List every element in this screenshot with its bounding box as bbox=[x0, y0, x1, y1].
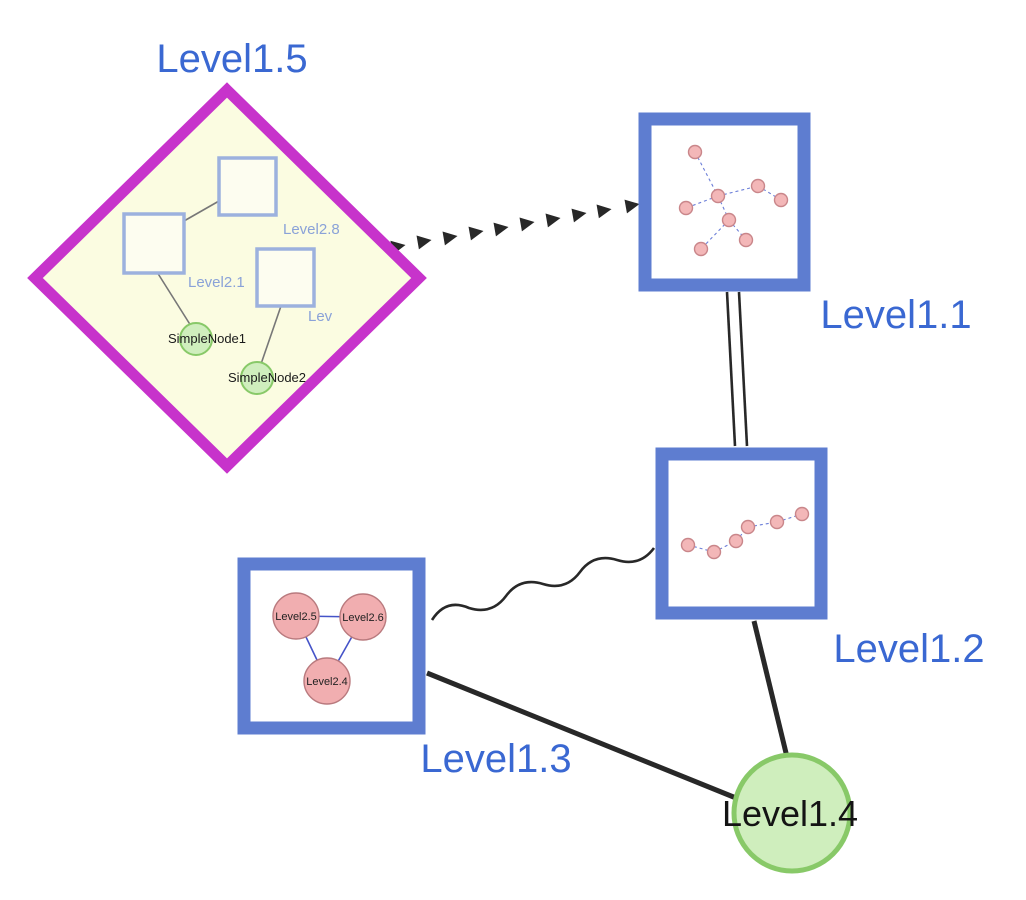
mini-node[interactable] bbox=[769, 514, 785, 530]
mini-node[interactable] bbox=[750, 178, 766, 194]
mini-node[interactable] bbox=[706, 544, 722, 560]
node-level2-8-label: Level2.8 bbox=[283, 221, 340, 238]
mini-node[interactable] bbox=[794, 506, 810, 522]
node-simplenode2[interactable] bbox=[240, 361, 274, 395]
mini-node[interactable] bbox=[740, 519, 756, 535]
mini-node[interactable] bbox=[680, 537, 696, 553]
node-level2-1[interactable] bbox=[122, 212, 186, 275]
mini-edge[interactable] bbox=[776, 513, 803, 523]
mini-node-label: Level2.5 bbox=[275, 611, 317, 623]
minigraph-level12 bbox=[680, 506, 810, 560]
mini-node[interactable] bbox=[738, 232, 754, 248]
edge-level21-simplenode1[interactable] bbox=[156, 271, 192, 327]
mini-edge[interactable] bbox=[728, 219, 747, 241]
mini-node-label: Level2.4 bbox=[306, 676, 348, 688]
edge-level15-level11[interactable] bbox=[390, 199, 640, 255]
mini-edge[interactable] bbox=[687, 544, 715, 553]
node-simplenode1-label: SimpleNode1 bbox=[168, 331, 246, 346]
mini-node[interactable] bbox=[710, 188, 726, 204]
edge-level13-level14[interactable] bbox=[426, 670, 737, 801]
node-simplenode2-label: SimpleNode2 bbox=[228, 370, 306, 385]
mini-edge[interactable] bbox=[757, 185, 782, 201]
mini-node[interactable] bbox=[773, 192, 789, 208]
mini-node[interactable] bbox=[687, 144, 703, 160]
mini-node[interactable] bbox=[678, 200, 694, 216]
mini-node[interactable] bbox=[693, 241, 709, 257]
node-level1-5: Level2.8 Level2.1 Lev SimpleNode1 Simple… bbox=[27, 82, 427, 474]
label-level1-1: Level1.1 bbox=[820, 293, 971, 337]
mini-node[interactable] bbox=[721, 212, 737, 228]
mini-node[interactable] bbox=[339, 593, 387, 641]
node-level2-8[interactable] bbox=[217, 156, 278, 217]
label-level1-3: Level1.3 bbox=[420, 737, 571, 781]
node-level1-2-shape[interactable] bbox=[655, 447, 828, 620]
node-level1-4: Level1.4 bbox=[722, 752, 858, 874]
mini-node[interactable] bbox=[303, 657, 351, 705]
edge-level11-level12[interactable] bbox=[725, 291, 749, 447]
edge-level13-level12[interactable] bbox=[430, 547, 656, 621]
node-level2-x-label: Lev bbox=[308, 308, 333, 325]
top-level-edges bbox=[390, 199, 790, 801]
node-simplenode1[interactable] bbox=[179, 322, 213, 356]
mini-node[interactable] bbox=[728, 533, 744, 549]
node-level1-2 bbox=[655, 447, 828, 620]
minigraph-level11 bbox=[678, 144, 789, 257]
label-level1-2: Level1.2 bbox=[833, 627, 984, 671]
mini-edge[interactable] bbox=[694, 151, 719, 197]
node-level2-x[interactable] bbox=[255, 247, 316, 308]
edge-lev-simplenode2[interactable] bbox=[260, 305, 282, 365]
mini-node[interactable] bbox=[272, 592, 320, 640]
node-level1-1 bbox=[638, 112, 811, 292]
label-level1-5: Level1.5 bbox=[156, 37, 307, 81]
mini-node-label: Level2.6 bbox=[342, 612, 384, 624]
node-level1-4-shape[interactable] bbox=[731, 752, 853, 874]
edge-level12-level14[interactable] bbox=[751, 620, 790, 758]
node-level1-5-shape[interactable] bbox=[27, 82, 427, 474]
edge-level28-level21[interactable] bbox=[183, 200, 220, 222]
node-level2-1-label: Level2.1 bbox=[188, 274, 245, 291]
mini-edge[interactable] bbox=[717, 195, 730, 221]
node-level1-4-label: Level1.4 bbox=[722, 793, 858, 834]
